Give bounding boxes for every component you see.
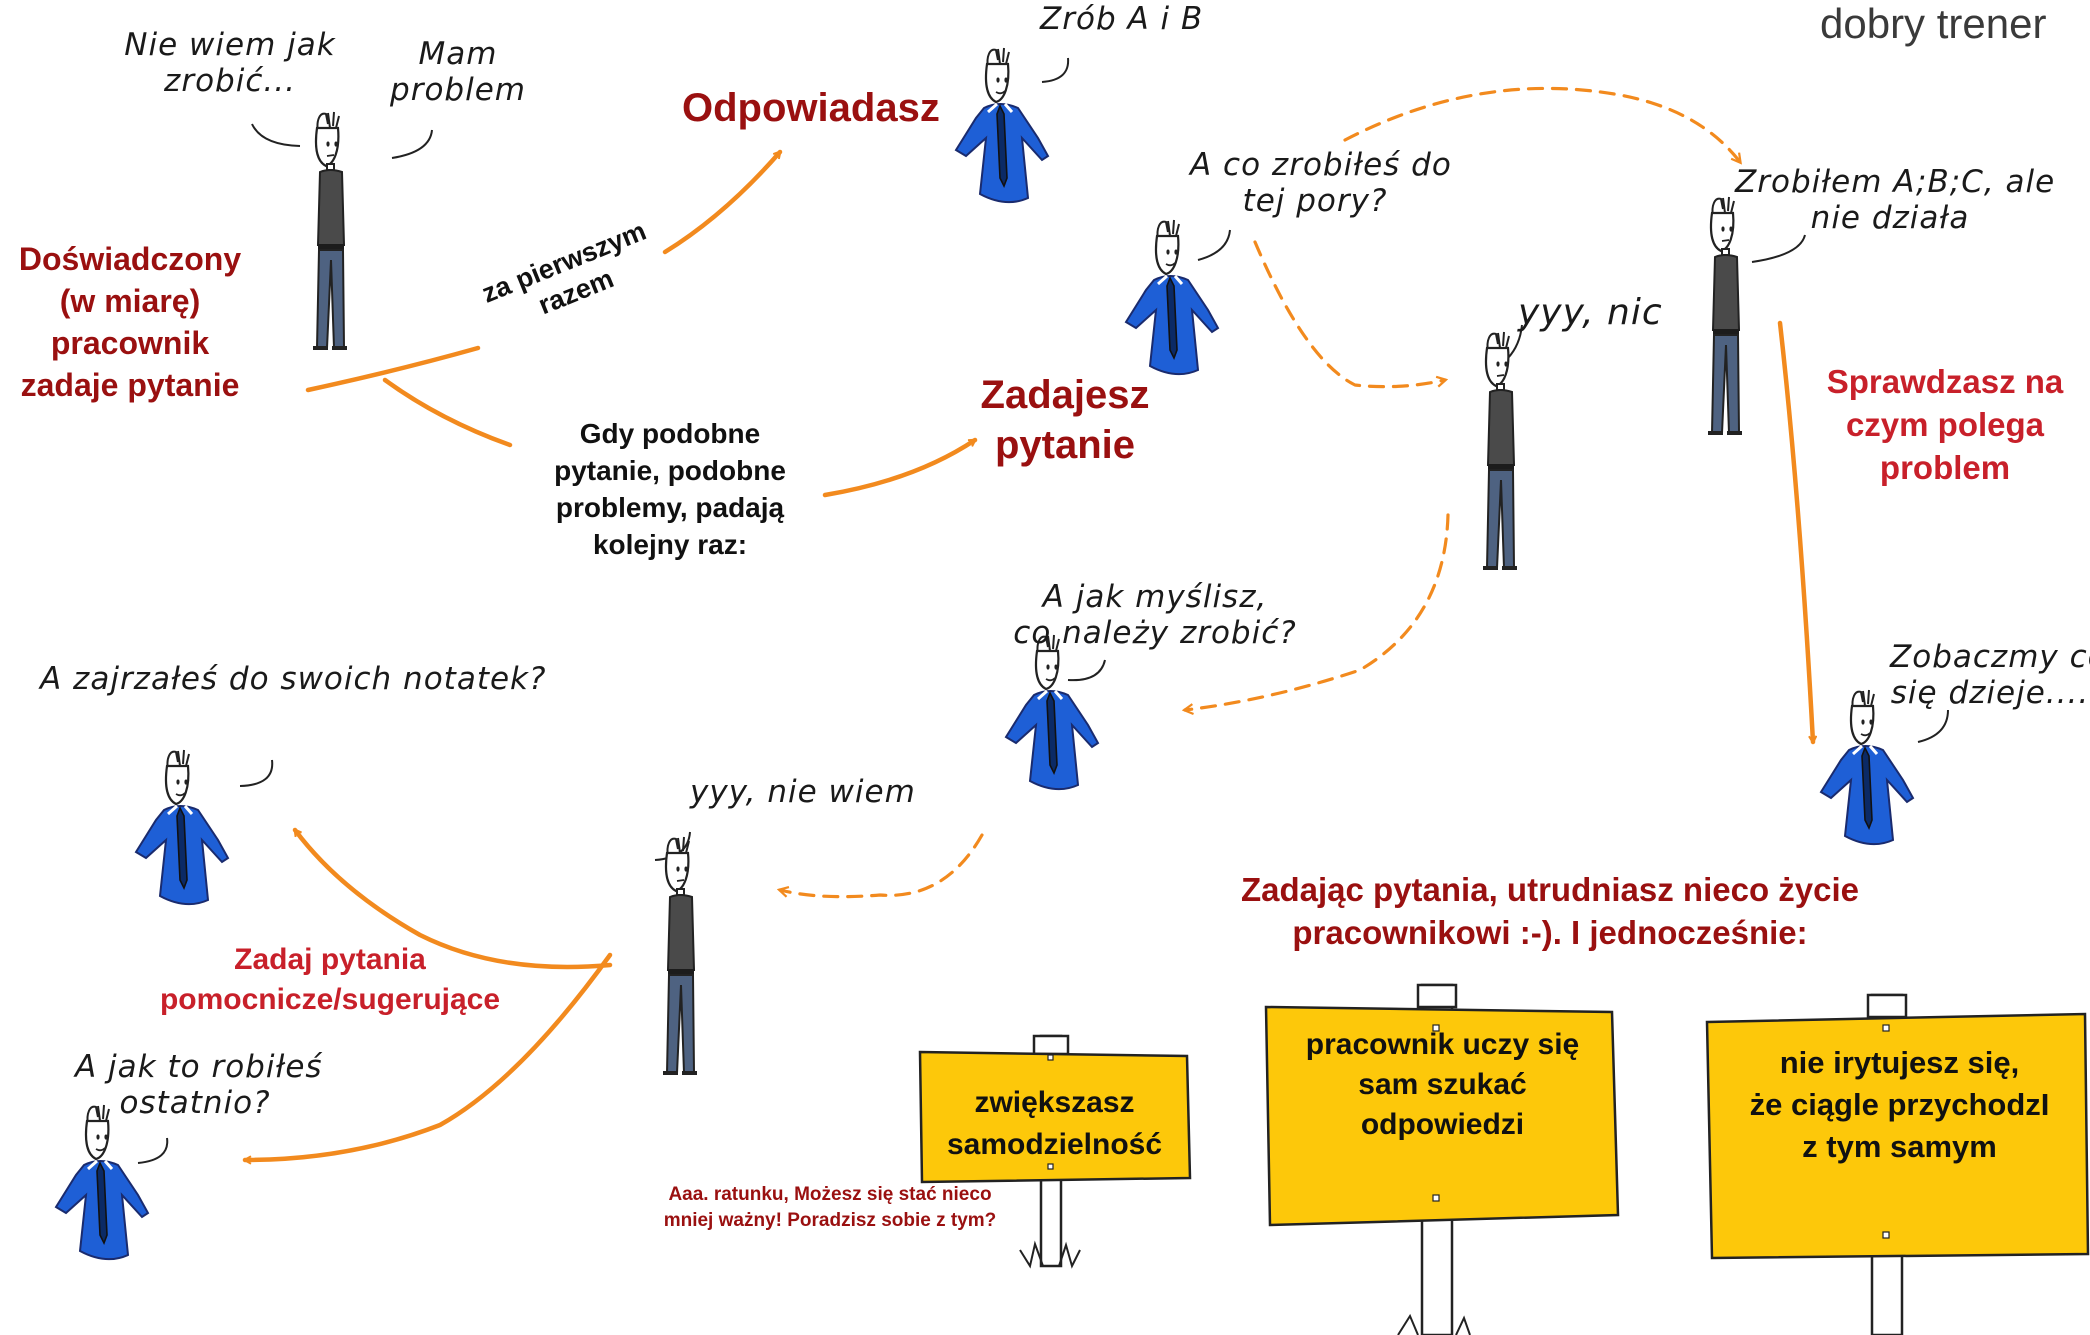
bubble-tick <box>1507 324 1523 359</box>
answer-label: Odpowiadasz <box>682 86 940 130</box>
speech-do-a-b: Zrób A i B <box>1040 1 1204 37</box>
sign-middle <box>1264 983 1620 1335</box>
manager-figure <box>1124 218 1220 376</box>
experienced-employee-label: Doświadczony (w miarę) pracownik zadaje … <box>5 238 255 406</box>
speech-line: tej pory? <box>1242 182 1388 219</box>
speech-line: nie działa <box>1810 199 1970 236</box>
speech-line: ostatnio? <box>119 1084 271 1121</box>
speech-line: Nie wiem jak <box>124 27 336 63</box>
speech-did-abc: Zrobiłem A;B;C, ale nie działa <box>1735 164 2056 236</box>
speech-line: A co zrobiłeś do <box>1190 147 1452 183</box>
speech-line: problem <box>390 71 526 108</box>
speech-notes: A zajrzałeś do swoich notatek? <box>40 661 547 697</box>
bubble-tick <box>239 759 274 787</box>
label-line: pomocnicze/sugerujące <box>159 983 501 1016</box>
warning-note: Aaa. ratunku, Możesz się stać nieco mnie… <box>635 1182 1025 1234</box>
speech-line: co należy zrobić? <box>1013 614 1297 651</box>
ask-question-label: Zadajesz pytanie <box>965 370 1165 470</box>
label-line: Zadając pytania, utrudniasz nieco życie <box>1240 871 1860 908</box>
bubble-tick <box>137 1137 169 1164</box>
bubble-tick <box>1067 659 1106 682</box>
label-line: problemy, padają <box>555 492 785 523</box>
speech-yyy-nic: yyy, nic <box>1518 292 1663 333</box>
speech-lets-see: Zobaczmy co się dzieje.... <box>1890 639 2090 711</box>
check-problem-label: Sprawdzasz na czym polega problem <box>1800 360 2090 489</box>
sign-right <box>1705 993 2090 1335</box>
manager-figure <box>954 46 1050 204</box>
label-line: Gdy podobne <box>579 418 761 449</box>
sign-line: że ciągle przychodzI <box>1749 1087 2050 1122</box>
label-line: czym polega <box>1845 406 2045 443</box>
manager-figure <box>54 1103 150 1261</box>
helper-questions-label: Zadaj pytania pomocnicze/sugerujące <box>130 940 530 1020</box>
dashed-arrow-dont-know <box>780 833 984 899</box>
label-line: Zadajesz <box>980 373 1150 417</box>
sign-line: sam szukać <box>1358 1068 1527 1101</box>
bubble-tick <box>1917 709 1949 743</box>
speech-yyy-dont-know: yyy, nie wiem <box>690 774 916 810</box>
similar-question-label: Gdy podobne pytanie, podobne problemy, p… <box>520 415 820 563</box>
bubble-tick <box>1197 229 1231 261</box>
bubble-tick <box>1751 234 1806 263</box>
label-line: kolejny raz: <box>592 529 748 560</box>
flow-line-similar <box>382 377 513 448</box>
speech-line: Zrobiłem A;B;C, ale <box>1735 164 2056 200</box>
bubble-tick <box>251 123 301 147</box>
arrow-to-check <box>1777 320 1813 742</box>
label-line: (w miarę) <box>59 283 201 319</box>
manager-figure <box>1819 688 1915 846</box>
sign-line: pracownik uczy się <box>1305 1028 1580 1061</box>
label-line: problem <box>1879 449 2011 486</box>
bubble-tick <box>1041 57 1070 83</box>
dashed-arrow-did-abc <box>1343 86 1740 162</box>
speech-line: Mam <box>418 36 498 72</box>
speech-dont-know-how: Nie wiem jak zrobić... <box>110 27 350 99</box>
speech-what-think: A jak myślisz, co należy zrobić? <box>1010 579 1300 651</box>
arrow-to-ask <box>822 437 975 498</box>
sign-line: odpowiedzi <box>1360 1108 1525 1141</box>
dashed-arrow-nic <box>1253 240 1445 389</box>
label-line: pracownik <box>50 325 210 361</box>
sign-small <box>918 1034 1192 1269</box>
speech-line: A jak myślisz, <box>1042 579 1268 615</box>
label-line: Doświadczony <box>18 241 242 277</box>
label-line: Aaa. ratunku, Możesz się stać nieco <box>668 1184 992 1205</box>
sign-small-text: zwiększasz samodzielność <box>922 1082 1187 1166</box>
sign-line: zwiększasz <box>974 1086 1135 1119</box>
label-line: pracownikowi :-). I jednocześnie: <box>1292 914 1808 951</box>
dashed-arrow-think <box>1185 513 1450 710</box>
label-line: zadaje pytanie <box>20 367 240 403</box>
speech-line: zrobić... <box>164 62 296 99</box>
label-line: Zadaj pytania <box>234 943 426 976</box>
employee-figure <box>311 110 349 350</box>
arrow-to-helper-lower <box>245 952 613 1160</box>
arrow-to-answer <box>662 149 783 255</box>
label-line: Sprawdzasz na <box>1826 363 2064 400</box>
label-line: mniej ważny! Poradzisz sobie z tym? <box>663 1210 997 1231</box>
manager-figure <box>134 748 230 906</box>
employee-figure <box>661 835 699 1075</box>
sign-line: nie irytujesz się, <box>1779 1045 2020 1080</box>
speech-what-done: A co zrobiłeś do tej pory? <box>1190 147 1452 219</box>
flow-line-left <box>305 345 481 393</box>
speech-have-problem: Mam problem <box>378 36 538 108</box>
conclusion-label: Zadając pytania, utrudniasz nieco życie … <box>1180 868 1920 954</box>
speech-line: A jak to robiłeś <box>75 1049 323 1085</box>
speech-line: się dzieje.... <box>1890 674 2090 711</box>
brand-logo: dobry trener <box>1820 0 2047 47</box>
sign-middle-text: pracownik uczy się sam szukać odpowiedzi <box>1270 1025 1615 1145</box>
bubble-tick <box>391 129 433 159</box>
manager-figure <box>1004 633 1100 791</box>
speech-line: Zobaczmy co <box>1890 639 2090 675</box>
sign-right-text: nie irytujesz się, że ciągle przychodzI … <box>1712 1042 2087 1168</box>
sign-line: z tym samym <box>1802 1129 1997 1164</box>
sign-line: samodzielność <box>946 1128 1163 1161</box>
speech-how-last: A jak to robiłeś ostatnio? <box>75 1049 323 1121</box>
arrow-to-helper-upper <box>292 827 613 970</box>
label-line: pytanie <box>994 423 1136 467</box>
employee-figure <box>1481 330 1519 570</box>
label-line: pytanie, podobne <box>554 455 786 486</box>
